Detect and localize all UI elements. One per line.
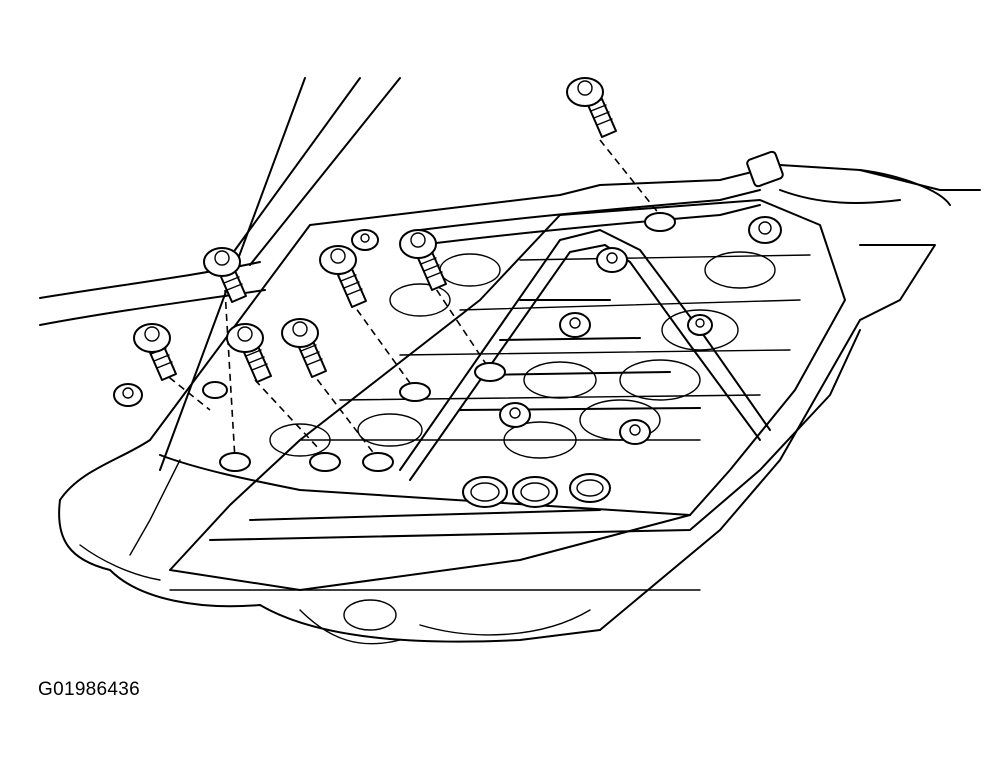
removed-bolt-7 [566, 77, 617, 138]
installed-bolt-4 [748, 216, 782, 244]
removed-bolt-5 [319, 245, 367, 308]
installed-bolt-2 [559, 312, 591, 338]
installed-bolt-1 [113, 383, 143, 407]
bolt-alignment-lines [159, 139, 661, 461]
figure-id-label: G01986436 [38, 679, 141, 700]
valve-body [159, 199, 861, 591]
installed-bolts [113, 216, 782, 445]
valve-spools [269, 251, 776, 508]
removed-bolt-2 [133, 323, 177, 381]
removed-bolt-3 [226, 323, 272, 383]
installed-bolt-6 [619, 419, 651, 445]
removed-bolt-4 [281, 318, 327, 378]
removed-bolts [133, 77, 617, 383]
removed-bolt-6 [399, 229, 447, 291]
installed-bolt-3 [596, 247, 628, 273]
installed-bolt-5 [499, 402, 531, 428]
removed-bolt-1 [203, 247, 247, 303]
installed-bolt-8 [687, 314, 713, 336]
bolt-holes [202, 212, 676, 472]
installed-bolt-7 [351, 229, 379, 251]
